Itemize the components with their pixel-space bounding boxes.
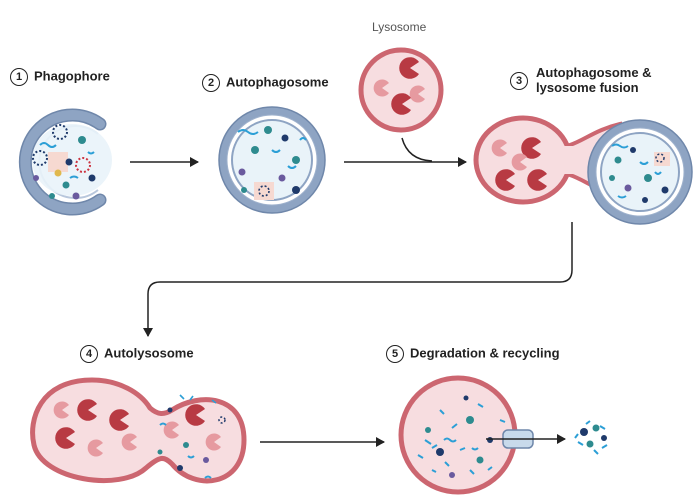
lysosome	[358, 47, 444, 133]
step-2-title: Autophagosome	[226, 74, 329, 90]
step-2-label: 2 Autophagosome	[202, 74, 329, 92]
step-5-title: Degradation & recycling	[410, 345, 560, 361]
lysosome-join-arrow	[401, 137, 433, 162]
arrow-3-to-4	[143, 222, 573, 337]
autolysosome	[30, 377, 247, 484]
step-4-number: 4	[80, 345, 98, 363]
step-3-title-line1: Autophagosome &	[536, 65, 652, 80]
step-5-label: 5 Degradation & recycling	[386, 345, 560, 363]
step-3-number-wrap: 3	[510, 72, 534, 90]
step-2-number: 2	[202, 74, 220, 92]
lysosome-label: Lysosome	[372, 20, 427, 34]
organelle-piece	[48, 152, 68, 172]
recycled-building-blocks	[574, 420, 608, 455]
step-1-label: 1 Phagophore	[10, 68, 110, 86]
step-5-number: 5	[386, 345, 404, 363]
step-4-label: 4 Autolysosome	[80, 345, 194, 363]
degradation-vesicle	[398, 375, 518, 495]
step-3-label: Autophagosome & lysosome fusion	[536, 65, 652, 95]
step-3-title-line2: lysosome fusion	[536, 80, 639, 95]
phagophore	[18, 108, 112, 216]
fusion-complex	[473, 115, 693, 225]
step-3-number: 3	[510, 72, 528, 90]
step-1-title: Phagophore	[34, 68, 110, 84]
step-4-title: Autolysosome	[104, 345, 194, 361]
step-1-number: 1	[10, 68, 28, 86]
damaged-organelle	[52, 124, 68, 140]
autophagosome	[218, 106, 326, 214]
